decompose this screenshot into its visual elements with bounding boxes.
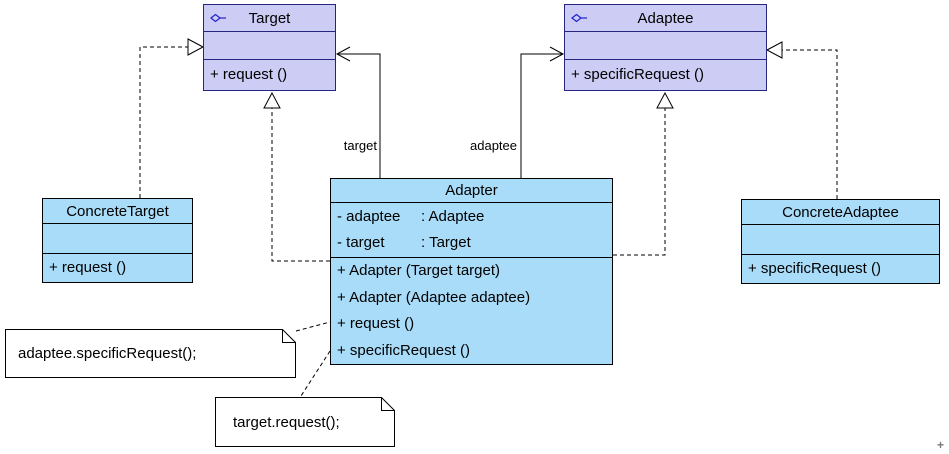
note-shape bbox=[215, 397, 395, 447]
class-title-bar: ConcreteTarget bbox=[43, 199, 192, 224]
methods-section: + specificRequest () bbox=[742, 255, 939, 283]
hollow-triangle-target-left bbox=[187, 38, 205, 56]
attributes-section bbox=[43, 224, 192, 254]
hollow-triangle-target-bottom bbox=[263, 91, 281, 109]
class-box-adapter[interactable]: Adapter - adaptee : Adaptee - target : T… bbox=[330, 178, 613, 365]
attribute-name: - target bbox=[337, 234, 385, 251]
open-arrowhead-target bbox=[335, 46, 351, 62]
class-box-concrete-target[interactable]: ConcreteTarget + request () bbox=[42, 198, 193, 283]
method-item: + specificRequest () bbox=[571, 66, 704, 83]
note-fold-corner bbox=[381, 397, 395, 411]
method-item: + Adapter (Target target) bbox=[337, 262, 501, 279]
realization-adapter-target[interactable] bbox=[271, 108, 330, 262]
realization-concreteadaptee-adaptee[interactable] bbox=[782, 49, 838, 199]
note-adaptee-specific-request[interactable]: adaptee.specificRequest(); bbox=[5, 329, 296, 378]
attributes-section bbox=[204, 32, 335, 60]
note-text: target.request(); bbox=[233, 413, 340, 431]
class-name: Adapter bbox=[445, 182, 498, 199]
corner-plus-mark: + bbox=[937, 438, 945, 452]
class-title-bar: Adaptee bbox=[565, 5, 766, 32]
attribute-type: : Adaptee bbox=[421, 208, 485, 225]
methods-section: + specificRequest () bbox=[565, 60, 766, 90]
hollow-triangle-adaptee-bottom bbox=[656, 91, 674, 109]
class-name: ConcreteTarget bbox=[66, 202, 169, 220]
interface-lollipop-icon bbox=[571, 13, 587, 23]
note-target-request[interactable]: target.request(); bbox=[215, 397, 395, 447]
methods-section: + Adapter (Target target) + Adapter (Ada… bbox=[331, 258, 612, 364]
class-name: ConcreteAdaptee bbox=[782, 203, 899, 221]
class-title-bar: Target bbox=[204, 5, 335, 32]
note-connector-target-call[interactable] bbox=[300, 350, 331, 397]
note-connector-adaptee-call[interactable] bbox=[295, 321, 331, 332]
methods-section: + request () bbox=[204, 60, 335, 90]
class-box-target[interactable]: Target + request () bbox=[203, 4, 336, 91]
class-name: Target bbox=[248, 9, 291, 27]
realization-adapter-adaptee[interactable] bbox=[613, 108, 666, 256]
association-adapter-adaptee[interactable] bbox=[520, 53, 562, 178]
attribute-item: - target : Target bbox=[331, 230, 612, 256]
class-title-bar: Adapter bbox=[331, 179, 612, 203]
realization-concretetarget-target[interactable] bbox=[139, 46, 188, 198]
interface-lollipop-icon bbox=[210, 13, 226, 23]
association-role-label-adaptee: adaptee bbox=[470, 138, 517, 153]
class-box-adaptee[interactable]: Adaptee + specificRequest () bbox=[564, 4, 767, 91]
attribute-type: : Target bbox=[421, 234, 471, 251]
open-arrowhead-adaptee bbox=[549, 46, 565, 62]
method-item: + specificRequest () bbox=[337, 341, 470, 359]
methods-section: + request () bbox=[43, 254, 192, 282]
association-role-label-target: target bbox=[343, 138, 377, 153]
class-title-bar: ConcreteAdaptee bbox=[742, 200, 939, 225]
attributes-section bbox=[742, 225, 939, 255]
attribute-name: - adaptee bbox=[337, 208, 401, 225]
association-adapter-target[interactable] bbox=[338, 53, 381, 178]
method-item: + request () bbox=[210, 66, 288, 83]
method-item: + request () bbox=[49, 259, 127, 276]
method-item: + request () bbox=[337, 315, 415, 332]
class-box-concrete-adaptee[interactable]: ConcreteAdaptee + specificRequest () bbox=[741, 199, 940, 284]
method-item: + specificRequest () bbox=[748, 260, 881, 277]
attributes-section: - adaptee : Adaptee - target : Target bbox=[331, 203, 612, 258]
class-name: Adaptee bbox=[637, 9, 694, 27]
note-fold-corner bbox=[282, 329, 296, 343]
method-item: + Adapter (Adaptee adaptee) bbox=[337, 288, 531, 306]
attribute-item: - adaptee : Adaptee bbox=[331, 204, 612, 230]
attributes-section bbox=[565, 32, 766, 60]
note-text: adaptee.specificRequest(); bbox=[18, 345, 197, 362]
note-shape bbox=[5, 329, 296, 378]
hollow-triangle-adaptee-right bbox=[765, 41, 783, 59]
